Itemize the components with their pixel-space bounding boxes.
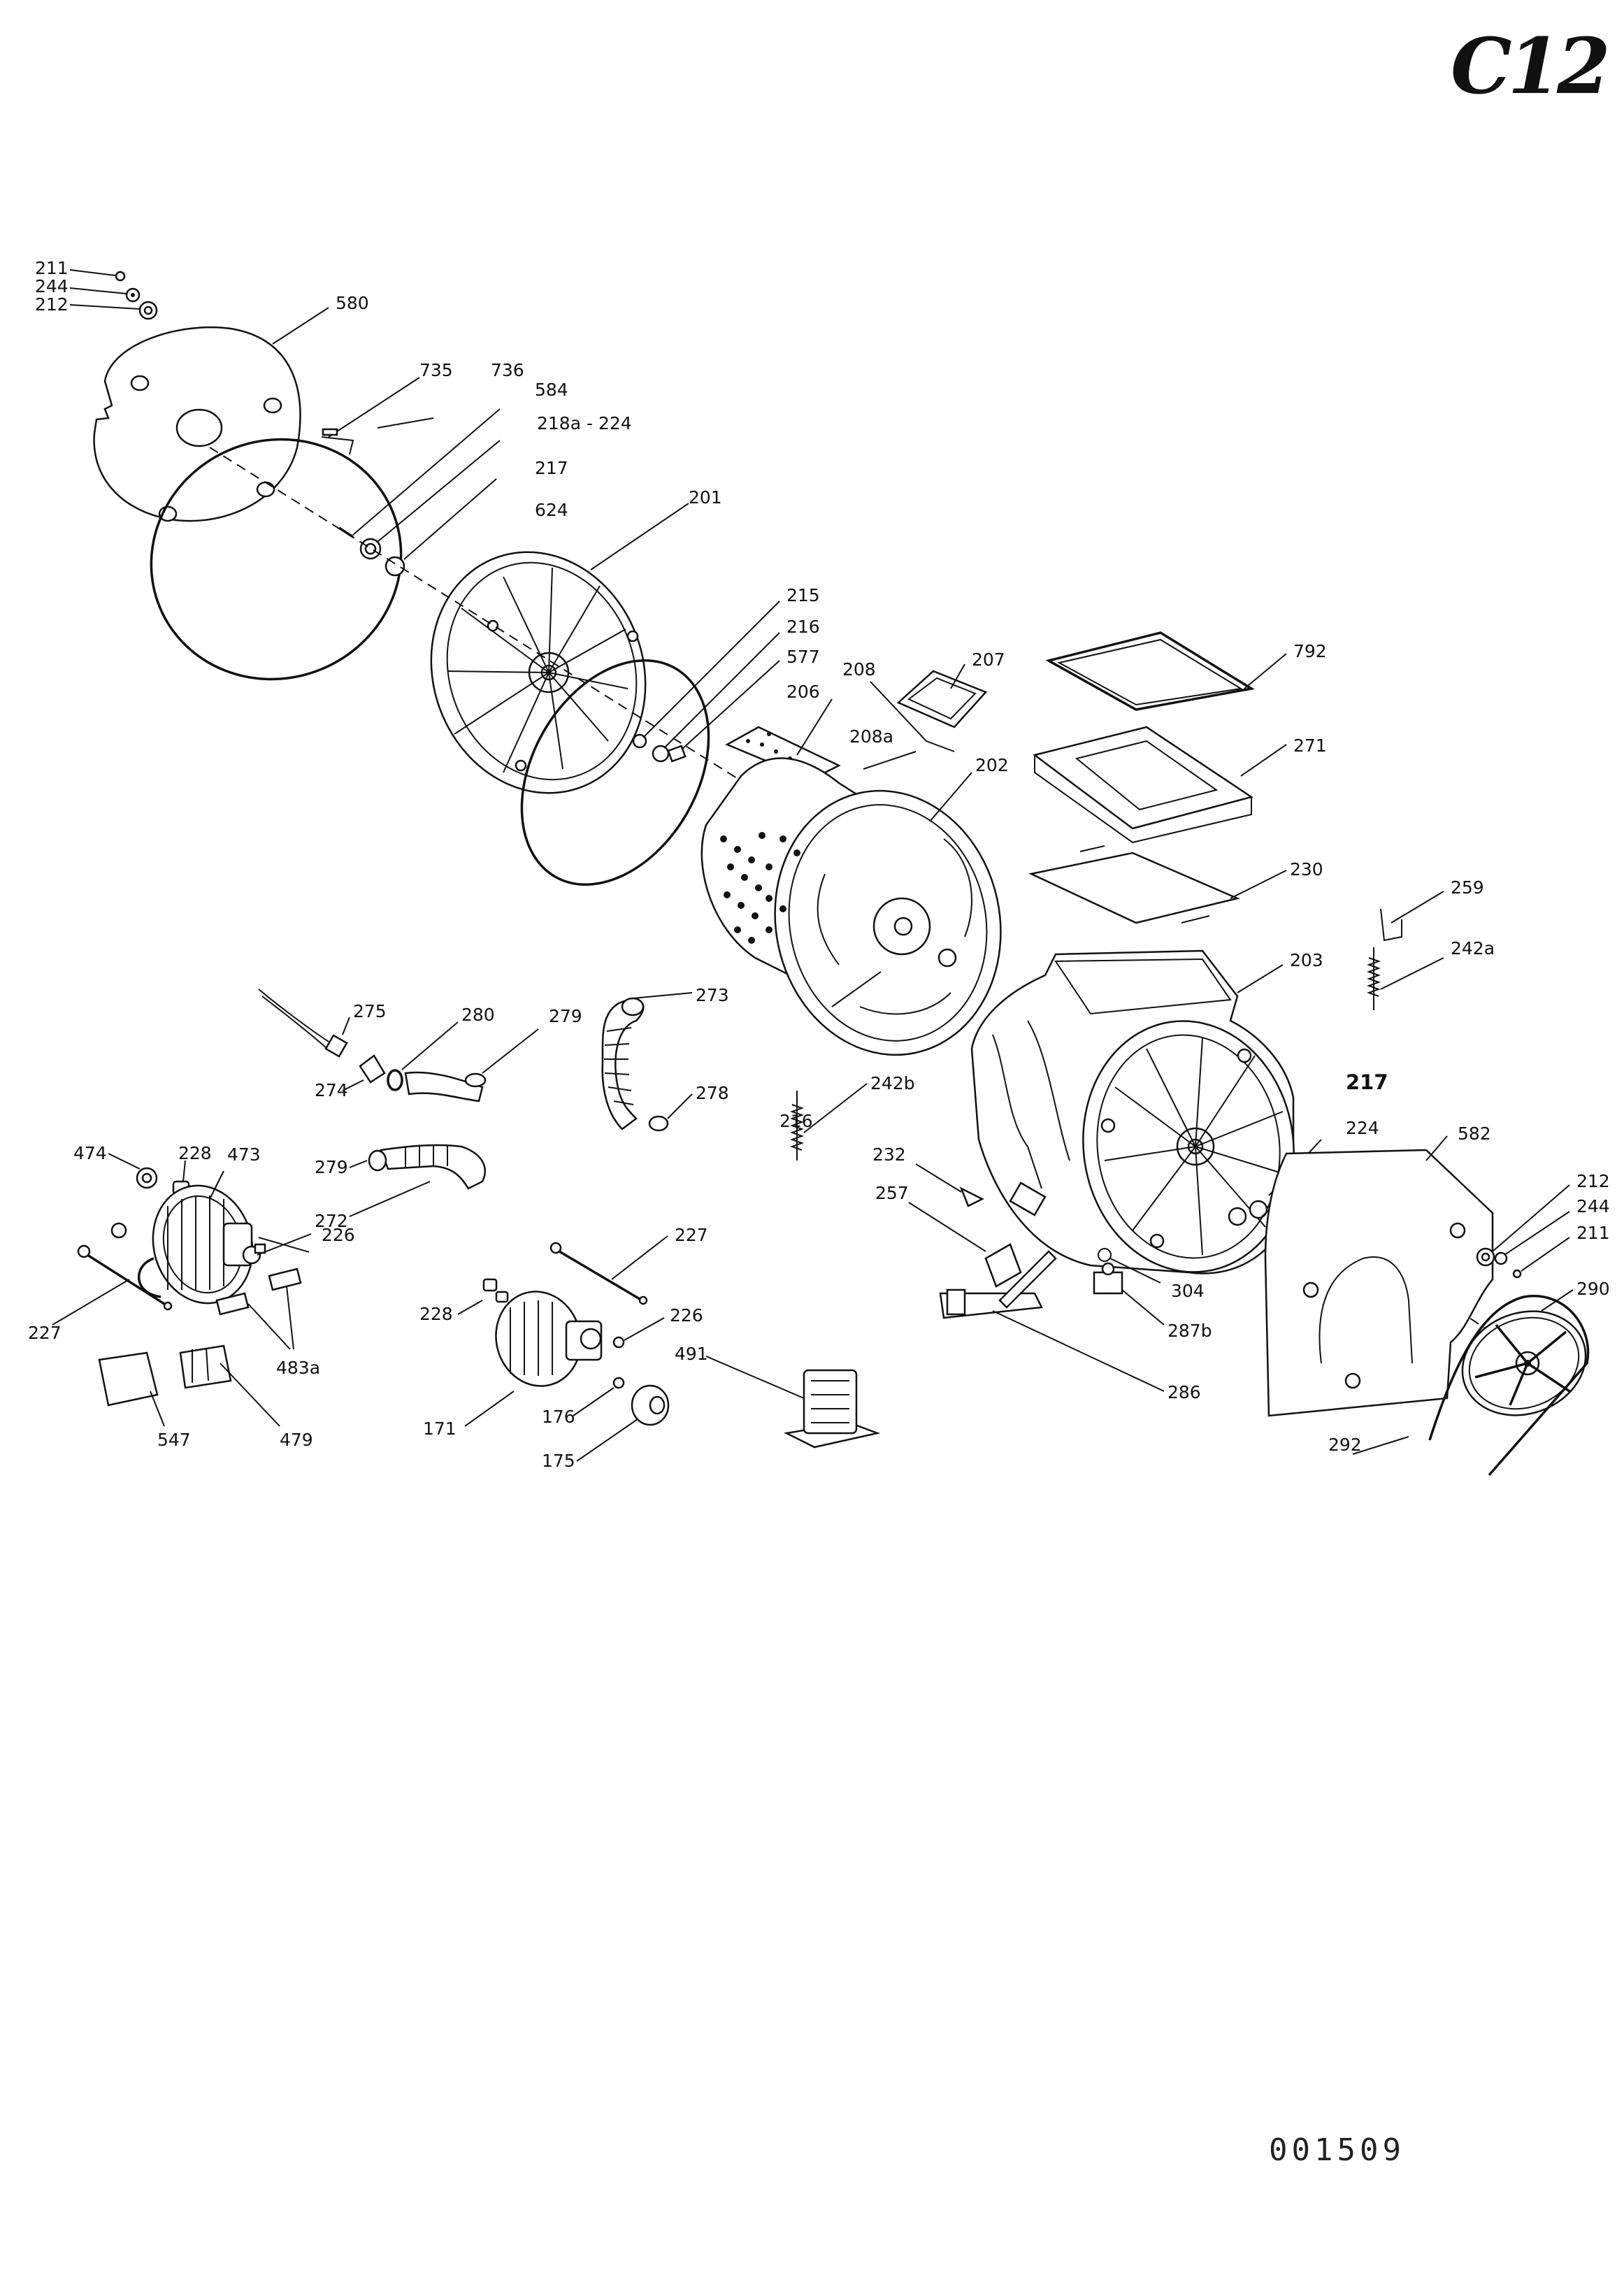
- door-lock-parts: [908, 1163, 1165, 1392]
- drive-belt-292: [1352, 1295, 1590, 1477]
- motor-brushes-483a: [215, 1267, 302, 1350]
- rear-tub-201: [430, 503, 689, 794]
- rod-227-left: [52, 1244, 173, 1326]
- label-211-front: 211: [1576, 1223, 1610, 1243]
- label-203: 203: [1290, 950, 1323, 970]
- lid-230: [1028, 845, 1287, 924]
- label-547: 547: [157, 1430, 191, 1450]
- transformer-491: [705, 1356, 881, 1449]
- label-217-front: 217: [1346, 1070, 1388, 1094]
- document-number: 001509: [1269, 2132, 1405, 2168]
- label-735: 735: [419, 360, 453, 380]
- sheet-code: C12: [1451, 21, 1611, 111]
- label-228-mid: 228: [419, 1304, 453, 1324]
- label-273: 273: [696, 985, 729, 1005]
- motor-left-473: [108, 1153, 312, 1305]
- label-218a-224: 218a - 224: [537, 413, 632, 433]
- spring-top-242a: [1367, 891, 1444, 1010]
- label-272: 272: [315, 1211, 348, 1231]
- label-290: 290: [1576, 1279, 1610, 1299]
- spring-242b: [790, 1083, 868, 1161]
- label-211-rear: 211: [35, 258, 69, 278]
- label-244-front: 244: [1576, 1196, 1610, 1216]
- label-244-rear: 244: [35, 276, 69, 296]
- tub-seal-215: [520, 601, 780, 886]
- rear-cover-580: [93, 307, 329, 522]
- label-217-rear: 217: [535, 458, 568, 478]
- label-304: 304: [1171, 1281, 1205, 1301]
- hose-assembly: [258, 989, 539, 1217]
- label-202: 202: [975, 755, 1009, 775]
- label-257: 257: [875, 1183, 909, 1203]
- label-287b: 287b: [1167, 1321, 1212, 1341]
- label-201: 201: [689, 487, 722, 508]
- filter-479: [179, 1344, 280, 1427]
- bearing-parts: [338, 408, 501, 577]
- label-216-top: 216: [786, 617, 820, 637]
- label-230: 230: [1290, 859, 1323, 879]
- label-227-left: 227: [28, 1323, 62, 1343]
- label-212-rear: 212: [35, 294, 69, 315]
- label-280: 280: [461, 1005, 495, 1025]
- label-208a: 208a: [849, 726, 893, 747]
- label-228-left: 228: [178, 1143, 212, 1163]
- label-624: 624: [535, 500, 568, 520]
- drum-202: [700, 757, 1002, 1056]
- pulley-290: [1461, 1289, 1587, 1416]
- motor-171: [457, 1235, 670, 1462]
- label-474: 474: [73, 1143, 107, 1163]
- label-226-mid: 226: [670, 1305, 703, 1326]
- label-479: 479: [280, 1430, 313, 1450]
- label-278: 278: [696, 1083, 729, 1103]
- label-582: 582: [1458, 1123, 1491, 1144]
- screw-set-rear: [69, 269, 158, 320]
- capacitor-547: [98, 1351, 165, 1427]
- label-275: 275: [353, 1001, 387, 1021]
- label-206: 206: [786, 682, 820, 702]
- label-171: 171: [423, 1418, 457, 1439]
- label-577: 577: [786, 647, 820, 667]
- label-792: 792: [1293, 641, 1327, 661]
- label-274: 274: [315, 1080, 348, 1100]
- front-frame-582: [1264, 1135, 1494, 1417]
- top-frame-271: [1033, 726, 1287, 844]
- label-483a: 483a: [276, 1358, 320, 1378]
- label-216-bottom: 216: [779, 1111, 813, 1131]
- rear-plate-584: [150, 377, 434, 681]
- label-212-front: 212: [1576, 1171, 1610, 1191]
- label-242b: 242b: [870, 1073, 915, 1093]
- label-259: 259: [1451, 877, 1484, 898]
- label-584: 584: [535, 380, 568, 400]
- label-226-left: 226: [322, 1225, 355, 1245]
- label-207: 207: [972, 649, 1005, 670]
- label-473: 473: [227, 1144, 261, 1165]
- label-242a: 242a: [1451, 938, 1495, 958]
- label-215: 215: [786, 585, 820, 605]
- tub-203: [970, 949, 1322, 1274]
- label-292: 292: [1328, 1435, 1362, 1455]
- label-580: 580: [336, 293, 369, 313]
- screw-set-front: [1476, 1184, 1570, 1279]
- label-176: 176: [542, 1407, 575, 1427]
- label-175: 175: [542, 1451, 575, 1471]
- label-271: 271: [1293, 735, 1327, 756]
- label-286: 286: [1167, 1382, 1201, 1402]
- door-gasket-792: [1045, 631, 1287, 711]
- label-279-bottom: 279: [315, 1157, 348, 1177]
- label-736: 736: [491, 360, 524, 380]
- label-208: 208: [842, 659, 876, 680]
- sump-hose-273: [601, 992, 693, 1132]
- label-491: 491: [675, 1344, 708, 1364]
- label-224: 224: [1346, 1118, 1379, 1138]
- label-227-mid: 227: [675, 1225, 708, 1245]
- callout-labels: 211 244 212 580 735 736 584 218a - 224 2…: [28, 258, 1610, 1471]
- label-232: 232: [872, 1144, 906, 1165]
- label-279-top: 279: [549, 1006, 582, 1026]
